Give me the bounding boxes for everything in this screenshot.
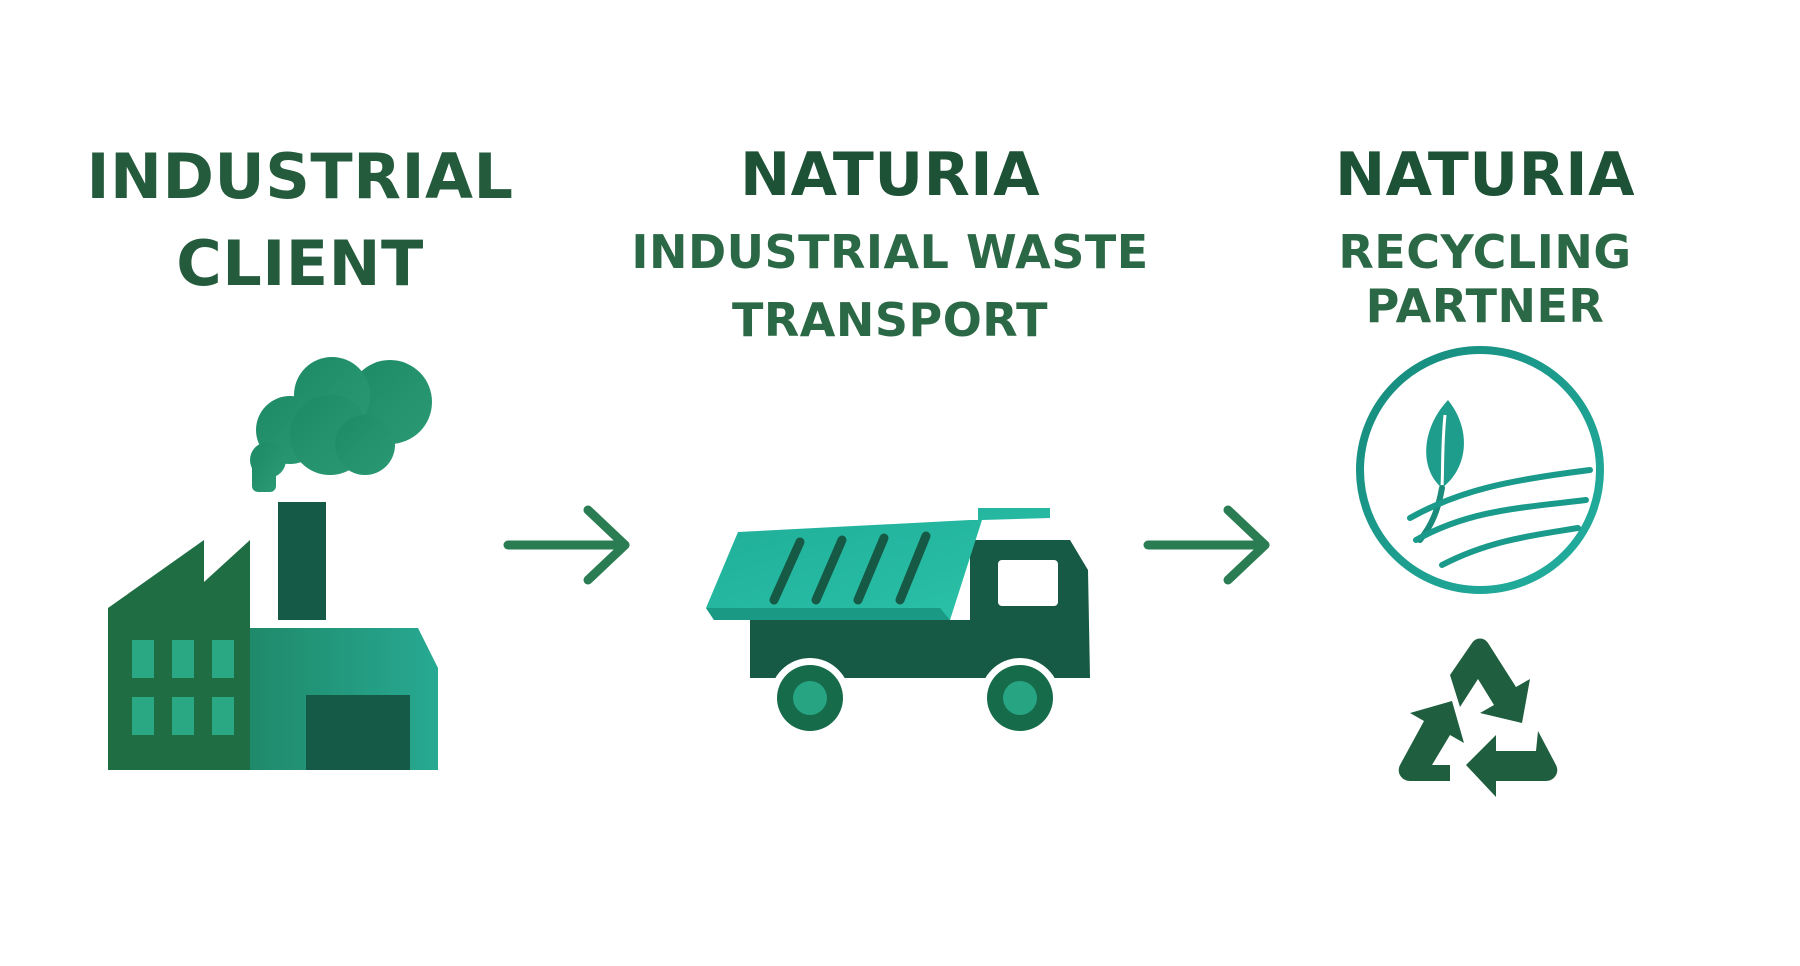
step-2-title: NATURIA bbox=[739, 140, 1041, 210]
recycle-icon bbox=[1398, 638, 1558, 797]
factory-icon bbox=[108, 357, 438, 770]
step-2-label: NATURIA INDUSTRIAL WASTE TRANSPORT bbox=[600, 140, 1180, 347]
leaf-wave-icon bbox=[1356, 346, 1604, 594]
step-1-title-line1: INDUSTRIAL bbox=[86, 140, 514, 213]
step-1-label: INDUSTRIAL CLIENT bbox=[60, 140, 540, 300]
step-3-label: NATURIA RECYCLING PARTNER bbox=[1215, 140, 1755, 333]
dump-truck-icon bbox=[706, 508, 1090, 738]
step-2-subtitle-line2: TRANSPORT bbox=[731, 293, 1049, 348]
step-3-subtitle: RECYCLING PARTNER bbox=[1338, 224, 1632, 334]
step-1-title-line2: CLIENT bbox=[176, 227, 424, 301]
step-3-title: NATURIA bbox=[1334, 140, 1636, 210]
arrow-right-icon bbox=[503, 505, 630, 585]
arrow-right-icon bbox=[1143, 505, 1270, 585]
step-2-subtitle-line1: INDUSTRIAL WASTE bbox=[631, 224, 1149, 279]
